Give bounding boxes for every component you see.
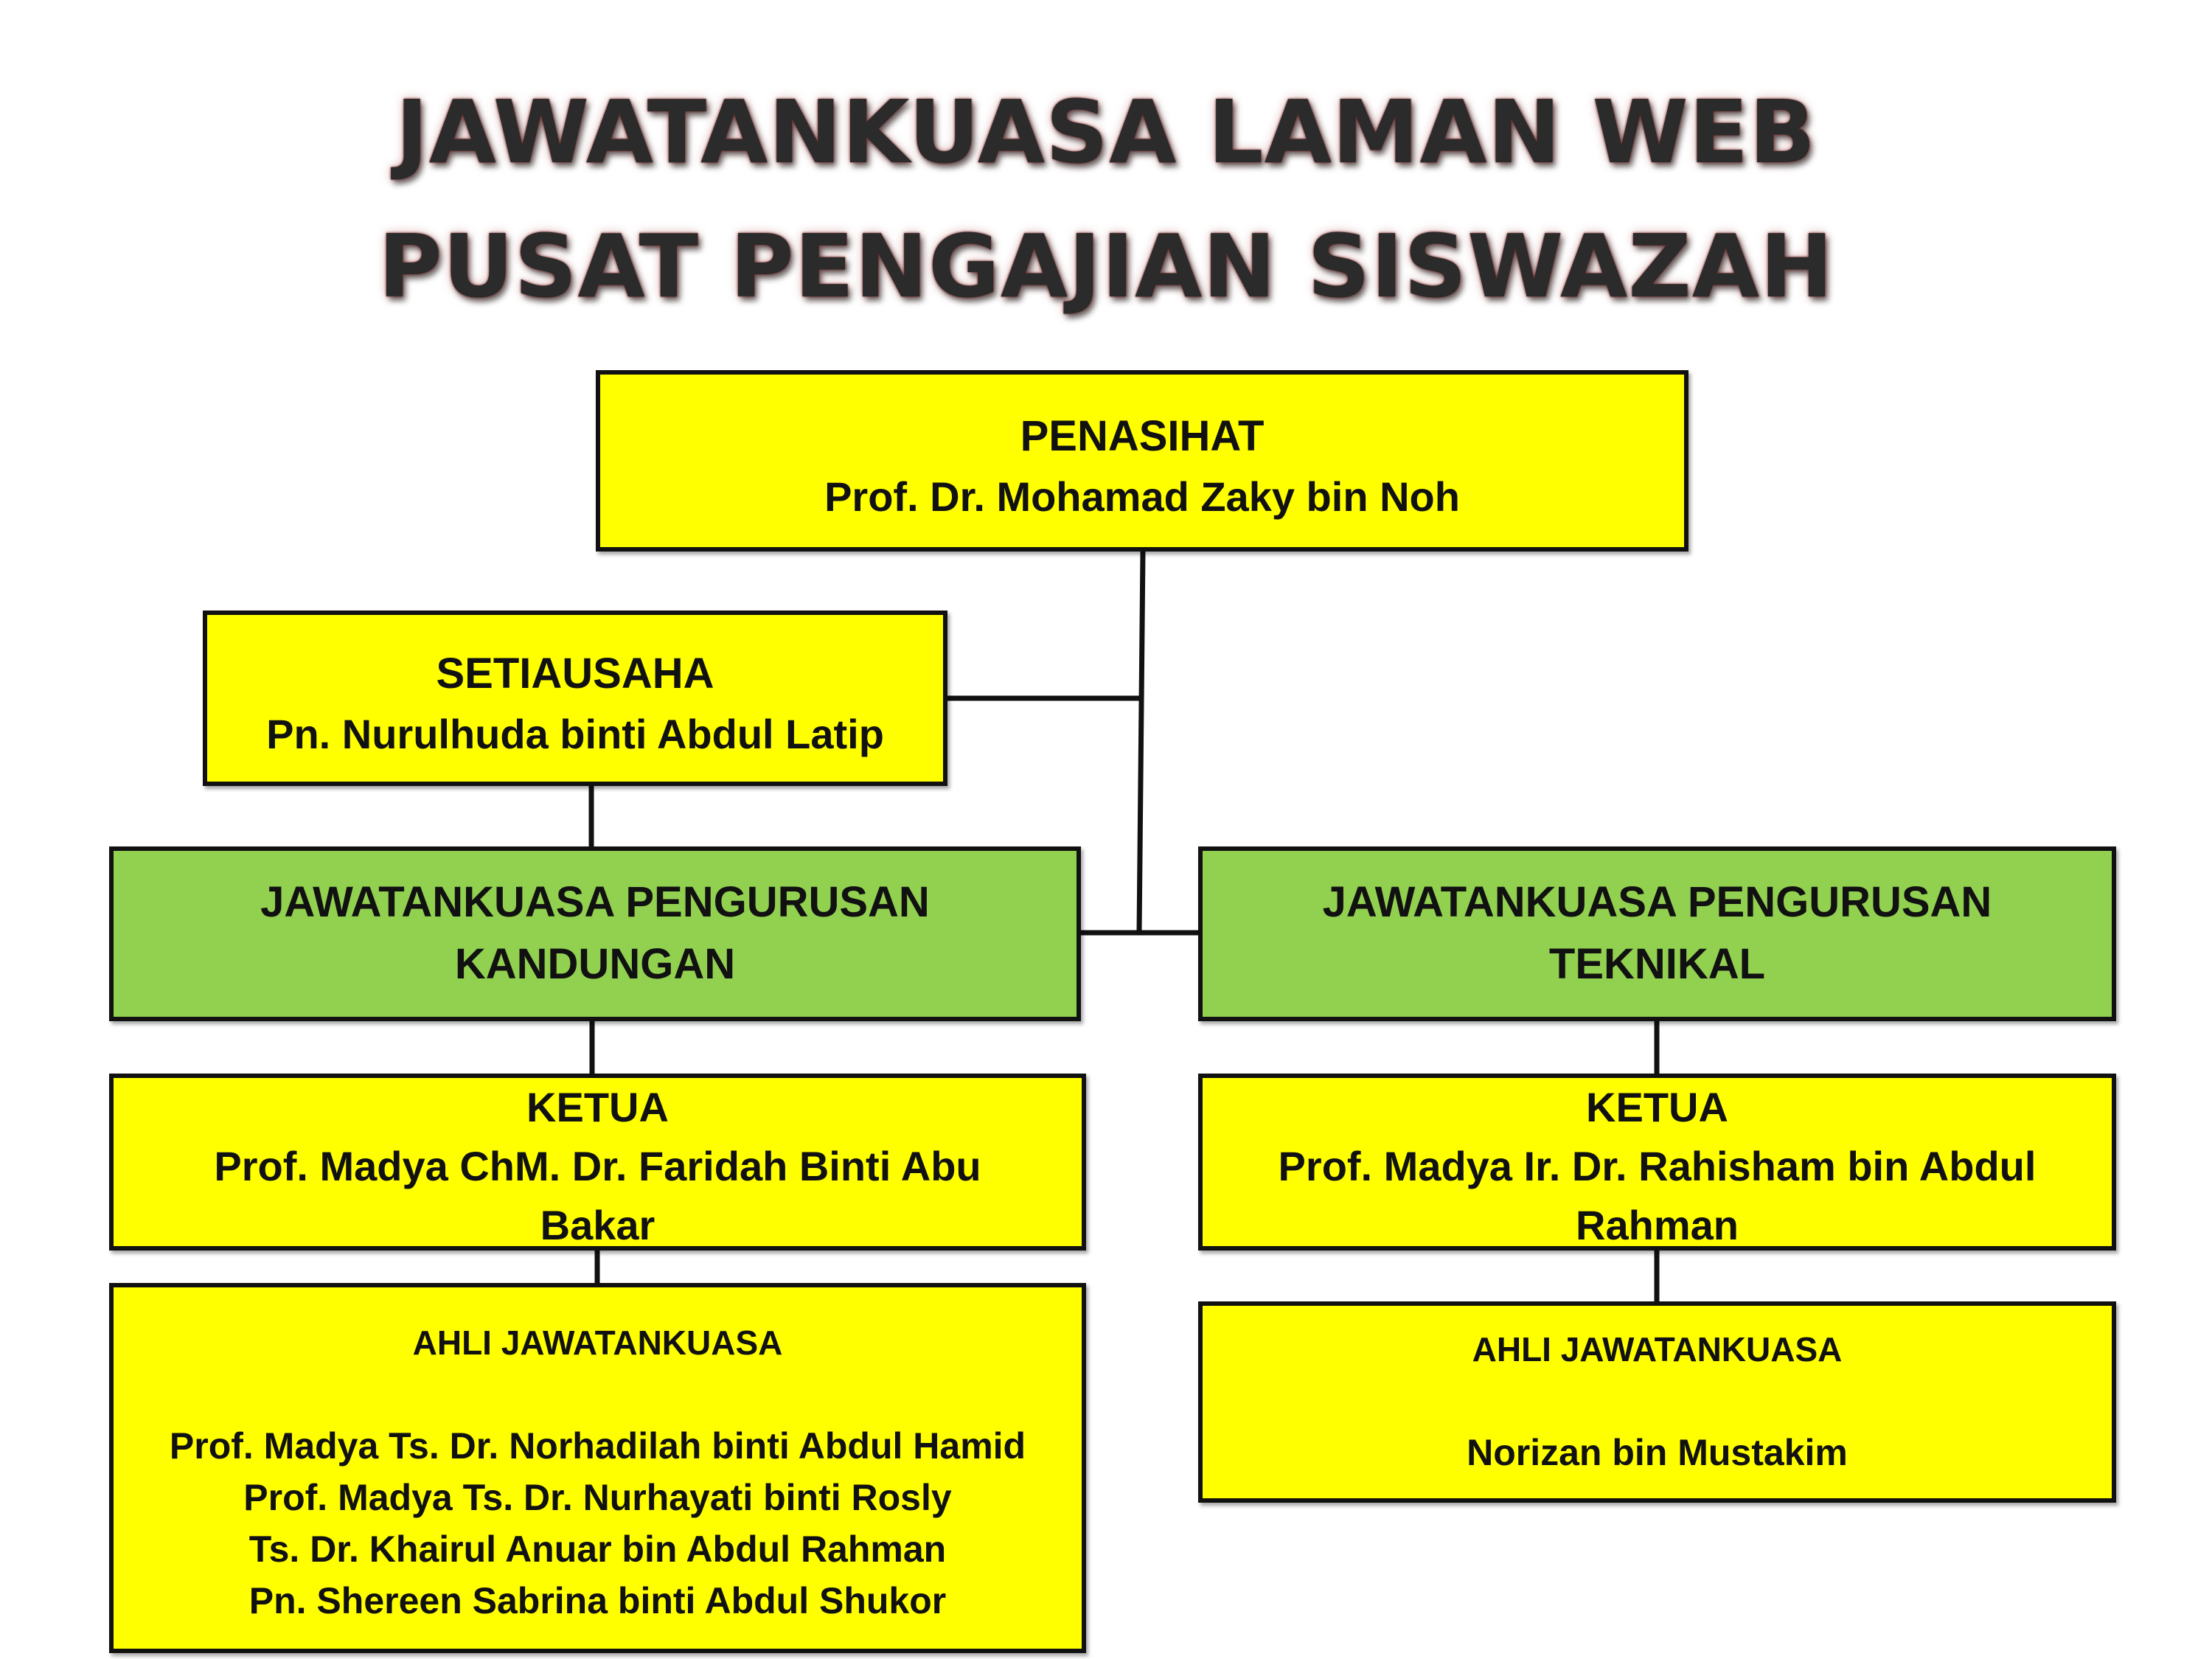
- teknikal-ketua-role: KETUA: [1586, 1084, 1728, 1130]
- penasihat-name: Prof. Dr. Mohamad Zaky bin Noh: [824, 473, 1460, 520]
- teknikal-ahli-heading: AHLI JAWATANKUASA: [1472, 1330, 1843, 1368]
- chart-title-line2: PUSAT PENGAJIAN SISWAZAH: [378, 215, 1834, 317]
- teknikal-committee-line2: TEKNIKAL: [1548, 940, 1766, 988]
- kandungan-ahli-member: Prof. Madya Ts. Dr. Norhadilah binti Abd…: [169, 1425, 1026, 1467]
- kandungan-committee-line1: JAWATANKUASA PENGURUSAN: [260, 878, 930, 926]
- kandungan-committee-box: JAWATANKUASA PENGURUSAN KANDUNGAN: [109, 846, 1081, 1021]
- penasihat-box: PENASIHAT Prof. Dr. Mohamad Zaky bin Noh: [596, 370, 1688, 552]
- kandungan-ahli-member: Ts. Dr. Khairul Anuar bin Abdul Rahman: [248, 1528, 947, 1570]
- teknikal-ketua-name-line1: Prof. Madya Ir. Dr. Rahisham bin Abdul: [1278, 1143, 2037, 1189]
- connector-penasihat-trunk: [1136, 549, 1146, 936]
- setiausaha-name: Pn. Nurulhuda binti Abdul Latip: [266, 711, 884, 757]
- kandungan-ahli-heading: AHLI JAWATANKUASA: [412, 1324, 783, 1362]
- teknikal-committee-box: JAWATANKUASA PENGURUSAN TEKNIKAL: [1198, 846, 2116, 1021]
- teknikal-ketua-box: KETUA Prof. Madya Ir. Dr. Rahisham bin A…: [1198, 1074, 2116, 1251]
- penasihat-role: PENASIHAT: [1020, 412, 1265, 460]
- chart-title-line1: JAWATANKUASA LAMAN WEB: [395, 81, 1817, 183]
- kandungan-committee-line2: KANDUNGAN: [454, 940, 736, 988]
- kandungan-ahli-member: Prof. Madya Ts. Dr. Nurhayati binti Rosl…: [243, 1477, 952, 1518]
- kandungan-ketua-name-line1: Prof. Madya ChM. Dr. Faridah Binti Abu: [214, 1143, 981, 1189]
- setiausaha-role: SETIAUSAHA: [436, 650, 714, 698]
- teknikal-ahli-member: Norizan bin Mustakim: [1467, 1432, 1848, 1473]
- kandungan-ketua-name-line2: Bakar: [540, 1202, 655, 1248]
- kandungan-ahli-box: AHLI JAWATANKUASA Prof. Madya Ts. Dr. No…: [109, 1283, 1086, 1653]
- teknikal-ketua-name-line2: Rahman: [1576, 1202, 1739, 1248]
- teknikal-ahli-box: AHLI JAWATANKUASA Norizan bin Mustakim: [1198, 1301, 2116, 1503]
- teknikal-committee-line1: JAWATANKUASA PENGURUSAN: [1322, 878, 1992, 926]
- kandungan-ahli-member: Pn. Shereen Sabrina binti Abdul Shukor: [248, 1580, 947, 1621]
- kandungan-ketua-box: KETUA Prof. Madya ChM. Dr. Faridah Binti…: [109, 1074, 1086, 1251]
- kandungan-ketua-role: KETUA: [526, 1084, 669, 1130]
- setiausaha-box: SETIAUSAHA Pn. Nurulhuda binti Abdul Lat…: [203, 611, 947, 786]
